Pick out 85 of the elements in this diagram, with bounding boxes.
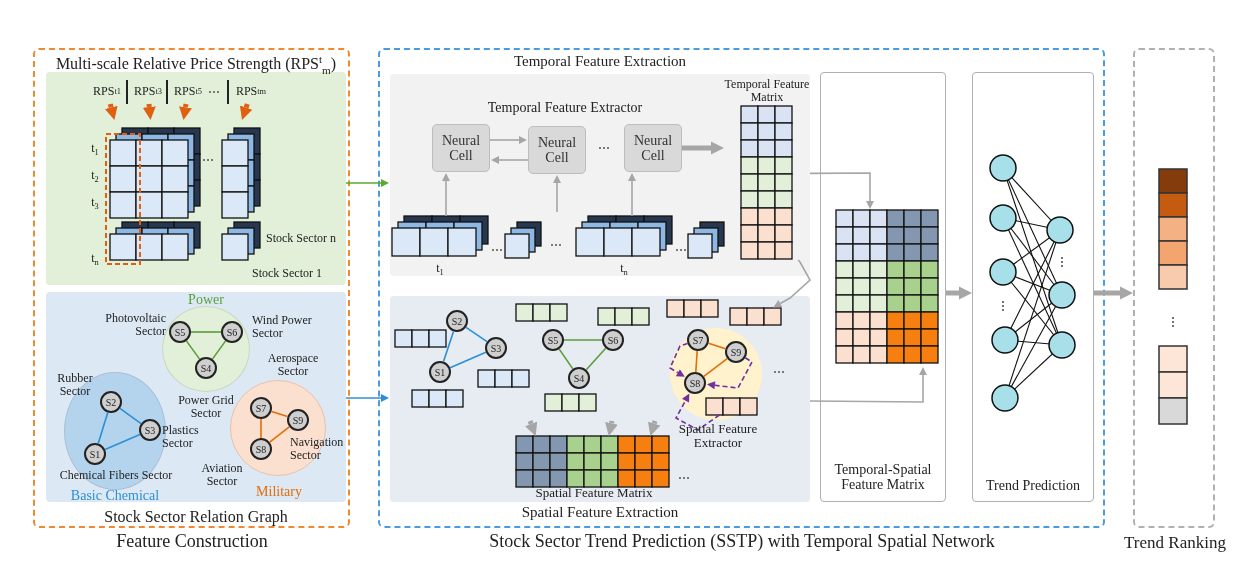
node-caption: Plastics Sector <box>162 424 200 451</box>
process-box: Neural Cell <box>432 124 490 172</box>
block-arrow <box>605 420 618 436</box>
stage-title: Feature Construction <box>115 532 269 552</box>
node-caption: Chemical Fibers Sector <box>58 469 174 483</box>
node-caption: Photovoltaic Sector <box>104 312 166 339</box>
arrow <box>345 179 389 187</box>
block-arrow <box>525 420 538 437</box>
arrow <box>345 394 389 402</box>
connector-line <box>442 330 455 363</box>
block-arrow <box>946 286 972 300</box>
arrow <box>809 172 874 209</box>
panel-title: Temporal Feature Extraction <box>512 53 688 70</box>
dashed-arrow <box>668 342 689 377</box>
connector-line <box>190 331 222 333</box>
process-box: Neural Cell <box>624 124 682 172</box>
connector-line <box>707 342 727 350</box>
node-caption: t$_{1}$ <box>90 142 100 158</box>
group-label: Basic Chemical <box>69 488 161 504</box>
panel-title: Stock Sector Relation Graph <box>103 508 289 526</box>
node-caption: t$_{3}$ <box>90 196 100 212</box>
block-arrow <box>179 103 192 121</box>
connector-line <box>695 350 698 373</box>
panel-title: Multi-scale Relative Price Strength (RPS$^{t}$$_{m}$) <box>54 53 338 76</box>
group-label: Power <box>187 292 225 308</box>
block-arrow <box>648 420 661 437</box>
arrow <box>809 367 927 403</box>
feature-vector-drawing <box>730 308 781 325</box>
node-caption: Stock Sector 1 <box>252 267 323 281</box>
panel-title: Spatial Feature Matrix <box>534 486 654 501</box>
connector-line <box>185 340 201 360</box>
arrow <box>773 259 811 308</box>
node-caption: t$_{n}$ <box>619 262 629 278</box>
process-box: Neural Cell <box>528 126 586 174</box>
block-arrow <box>1094 286 1133 300</box>
node-caption: Navigation Sector <box>290 436 345 463</box>
arrow <box>489 136 527 144</box>
connector-line <box>270 410 289 418</box>
node-caption: Aerospace Sector <box>266 352 320 379</box>
node-caption: Aviation Sector <box>200 462 244 489</box>
node-caption: Power Grid Sector <box>177 394 235 421</box>
panel-title: Temporal Feature Matrix <box>724 78 810 105</box>
block-arrow <box>682 141 724 155</box>
node-caption: Wind Power Sector <box>252 314 313 341</box>
node-caption: Stock Sector n <box>266 232 337 246</box>
dashed-arrow <box>706 357 754 390</box>
feature-stack-drawing <box>392 216 488 256</box>
matrix-drawing <box>836 210 940 366</box>
panel <box>820 72 946 502</box>
arrow <box>553 175 561 213</box>
connector-line <box>703 357 728 378</box>
panel-title: Trend Prediction <box>985 478 1081 494</box>
group-label: Spatial Feature Extractor <box>677 422 759 451</box>
stage-title: Trend Ranking <box>1123 534 1227 553</box>
panel-title: Temporal-Spatial Feature Matrix <box>833 462 933 493</box>
panel <box>972 72 1094 502</box>
connector-line <box>465 326 488 343</box>
connector-line <box>563 339 603 341</box>
connector-line <box>449 351 487 369</box>
connector-line <box>97 411 109 445</box>
connector-line <box>260 418 262 439</box>
group-label: Military <box>255 484 303 500</box>
block-arrow <box>239 103 253 120</box>
node-caption: t$_{2}$ <box>90 169 100 185</box>
section-label: Temporal Feature Extractor <box>486 100 644 116</box>
connector-line <box>211 340 227 360</box>
node-caption: t$_{n}$ <box>90 252 100 268</box>
feature-stack-drawing <box>576 216 672 256</box>
connector-line <box>585 347 607 371</box>
node-caption: Rubber Sector <box>56 372 94 399</box>
arrow <box>491 156 529 164</box>
ranking-bar-drawing <box>1158 168 1190 426</box>
connector-line <box>119 407 142 425</box>
node-caption: t$_{1}$ <box>435 262 445 278</box>
feature-vector-drawing <box>706 398 757 415</box>
block-arrow <box>104 103 118 121</box>
stage-title: Stock Sector Trend Prediction (SSTP) with Temporal Spatial Network <box>488 532 996 552</box>
arrow <box>628 173 636 217</box>
dashed-arrow <box>674 393 721 431</box>
connector-line <box>104 433 141 451</box>
arrow <box>442 173 450 217</box>
connector-line <box>558 348 574 370</box>
panel-title: Spatial Feature Extraction <box>520 504 680 521</box>
connector-line <box>268 426 291 443</box>
block-arrow <box>142 103 156 120</box>
